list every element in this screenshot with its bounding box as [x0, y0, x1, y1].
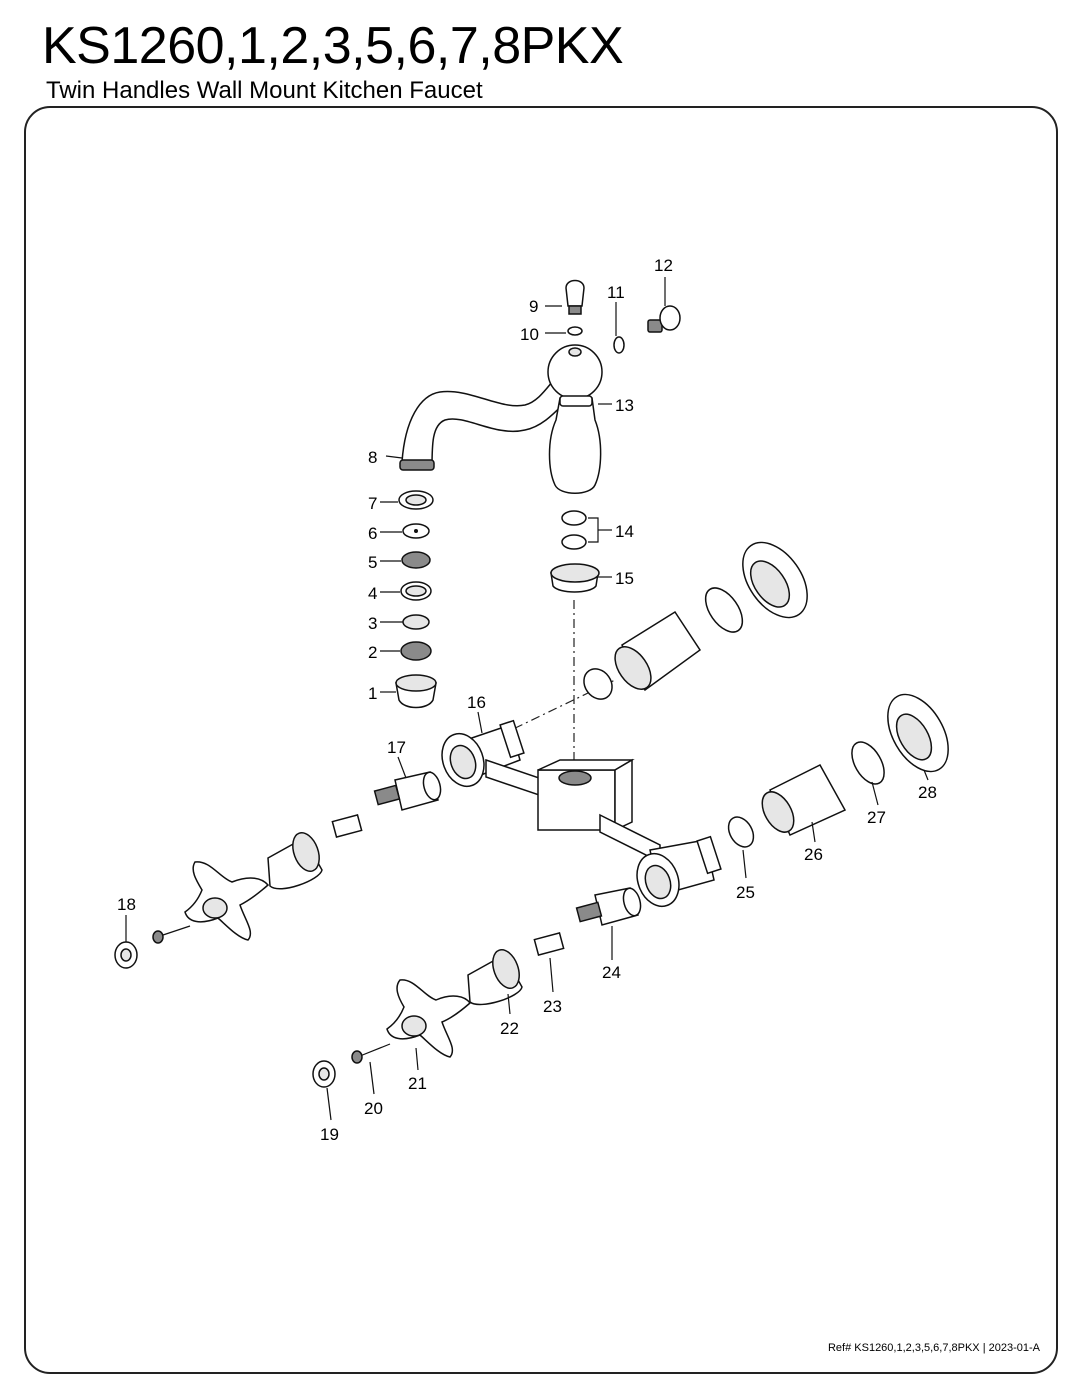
callout-12: 12 — [654, 256, 673, 275]
callout-4: 4 — [368, 584, 377, 603]
part-oring-14a — [561, 510, 587, 526]
callout-14: 14 — [615, 522, 634, 541]
part-union-upper — [614, 610, 702, 692]
part-cross-handle-upper — [184, 861, 270, 941]
callout-1: 1 — [368, 684, 377, 703]
callout-15: 15 — [615, 569, 634, 588]
part-spout-body — [547, 344, 603, 494]
callout-27: 27 — [867, 808, 886, 827]
part-aerator-stack — [395, 490, 437, 709]
part-adapter-upper — [331, 813, 363, 839]
part-oring-14b — [561, 534, 587, 550]
part-swivel-ring — [550, 563, 600, 593]
part-oring-25 — [727, 816, 755, 848]
part-handle-hub-21 — [401, 1015, 427, 1037]
callout-10: 10 — [520, 325, 539, 344]
part-cartridge-17 — [373, 771, 442, 811]
part-oring-upper-2 — [704, 587, 744, 633]
callout-22: 22 — [500, 1019, 519, 1038]
part-sleeve-upper — [267, 832, 323, 890]
callout-28: 28 — [918, 783, 937, 802]
part-cap-washer — [567, 326, 583, 336]
callout-labels: 1 2 3 4 5 6 7 8 9 10 11 12 13 14 15 16 1… — [117, 256, 937, 1144]
part-faucet-body — [441, 719, 722, 908]
callout-23: 23 — [543, 997, 562, 1016]
part-oring-27 — [851, 741, 885, 785]
callout-7: 7 — [368, 494, 377, 513]
callout-17: 17 — [387, 738, 406, 757]
callout-24: 24 — [602, 963, 621, 982]
callout-8: 8 — [368, 448, 377, 467]
callout-18: 18 — [117, 895, 136, 914]
callout-25: 25 — [736, 883, 755, 902]
product-description: Twin Handles Wall Mount Kitchen Faucet — [46, 77, 483, 104]
callout-6: 6 — [368, 524, 377, 543]
part-union-26 — [761, 764, 847, 836]
part-handle-hub-upper — [202, 897, 228, 919]
part-screw-upper — [152, 925, 191, 944]
callout-20: 20 — [364, 1099, 383, 1118]
part-adapter-23 — [533, 931, 565, 957]
part-oring-11 — [613, 336, 625, 354]
callout-13: 13 — [615, 396, 634, 415]
part-oring-upper — [583, 668, 613, 700]
leader-lines — [125, 277, 929, 1121]
callout-11: 11 — [607, 283, 625, 302]
callout-9: 9 — [529, 297, 538, 316]
part-side-knob — [647, 305, 681, 333]
part-cross-handle-21 — [386, 979, 472, 1058]
part-flange-upper — [742, 541, 808, 619]
part-cartridge-24 — [575, 887, 642, 926]
part-sleeve-22 — [467, 949, 523, 1006]
part-cap — [565, 279, 585, 315]
model-title: KS1260,1,2,3,5,6,7,8PKX — [42, 17, 624, 75]
callout-3: 3 — [368, 614, 377, 633]
callout-5: 5 — [368, 553, 377, 572]
reference-number: Ref# KS1260,1,2,3,5,6,7,8PKX | 2023-01-A — [827, 1342, 1040, 1354]
diagram-frame — [24, 106, 1058, 1374]
callout-2: 2 — [368, 643, 377, 662]
callout-26: 26 — [804, 845, 823, 864]
callout-16: 16 — [467, 693, 486, 712]
callout-19: 19 — [320, 1125, 339, 1144]
part-index-button-18 — [114, 941, 138, 969]
part-screw-20 — [351, 1043, 391, 1064]
callout-21: 21 — [408, 1074, 427, 1093]
part-flange-28 — [887, 693, 949, 773]
part-index-button-19 — [312, 1060, 336, 1088]
